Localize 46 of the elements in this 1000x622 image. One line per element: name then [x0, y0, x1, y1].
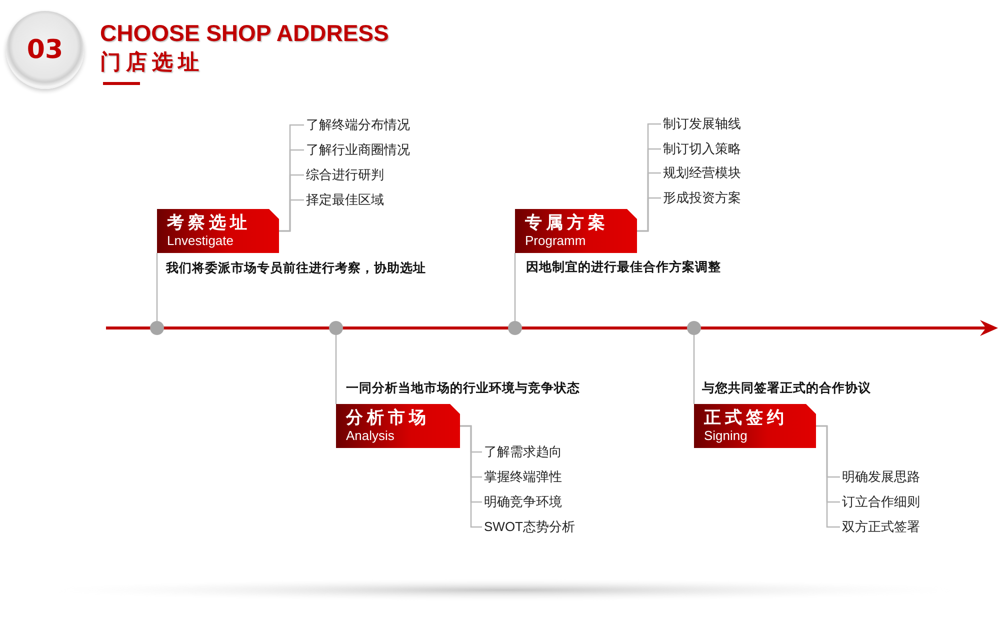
step-banner	[694, 404, 816, 448]
connector-line	[460, 425, 482, 528]
connector-line	[637, 197, 661, 232]
list-item: 制订切入策略	[663, 140, 775, 158]
connector-line	[279, 199, 304, 232]
list-item: 明确竞争环境	[484, 493, 596, 511]
list-item: 综合进行研判	[306, 166, 418, 184]
list-item: 制订发展轴线	[663, 115, 775, 133]
timeline-dot	[329, 321, 343, 335]
list-item: 订立合作细则	[842, 493, 954, 511]
step-subtitle: Signing	[704, 428, 748, 443]
timeline-dot	[150, 321, 164, 335]
number-badge: 03	[6, 11, 84, 89]
step-subtitle: Analysis	[346, 428, 396, 443]
title-text: CHOOSE SHOP ADDRESS	[100, 20, 389, 47]
step-title: 分析市场	[346, 407, 431, 428]
list-item: 形成投资方案	[663, 189, 775, 207]
step-banner	[515, 209, 637, 253]
step-title: 专属方案	[525, 212, 610, 233]
list-item: SWOT态势分析	[484, 518, 596, 536]
list-item: 双方正式签署	[842, 518, 954, 536]
timeline-dot	[508, 321, 522, 335]
connector-line	[335, 335, 337, 404]
list-item: 了解需求趋向	[484, 443, 596, 461]
list-item: 了解行业商圈情况	[306, 141, 418, 159]
list-item: 了解终端分布情况	[306, 116, 418, 134]
connector-line	[514, 253, 516, 321]
list-item: 择定最佳区域	[306, 191, 418, 209]
step-subtitle: Programm	[525, 233, 587, 248]
description-text: 一同分析当地市场的行业环境与竞争状态	[346, 380, 580, 397]
timeline-dot	[687, 321, 701, 335]
description-text: 与您共同签署正式的合作协议	[702, 380, 871, 397]
step-title: 正式签约	[704, 407, 789, 428]
description-text: 因地制宜的进行最佳合作方案调整	[526, 259, 721, 276]
connector-line	[816, 425, 840, 528]
subtitle-text: 门店选址	[100, 50, 204, 76]
list-item: 规划经营模块	[663, 164, 775, 182]
connector-line	[156, 253, 158, 321]
connector-line	[693, 335, 695, 404]
list-item: 掌握终端弹性	[484, 468, 596, 486]
step-banner	[336, 404, 460, 448]
list-item: 明确发展思路	[842, 468, 954, 486]
step-subtitle: Lnvestigate	[167, 233, 234, 248]
step-banner	[157, 209, 279, 253]
description-text: 我们将委派市场专员前往进行考察，协助选址	[166, 260, 426, 277]
step-title: 考察选址	[167, 212, 252, 233]
